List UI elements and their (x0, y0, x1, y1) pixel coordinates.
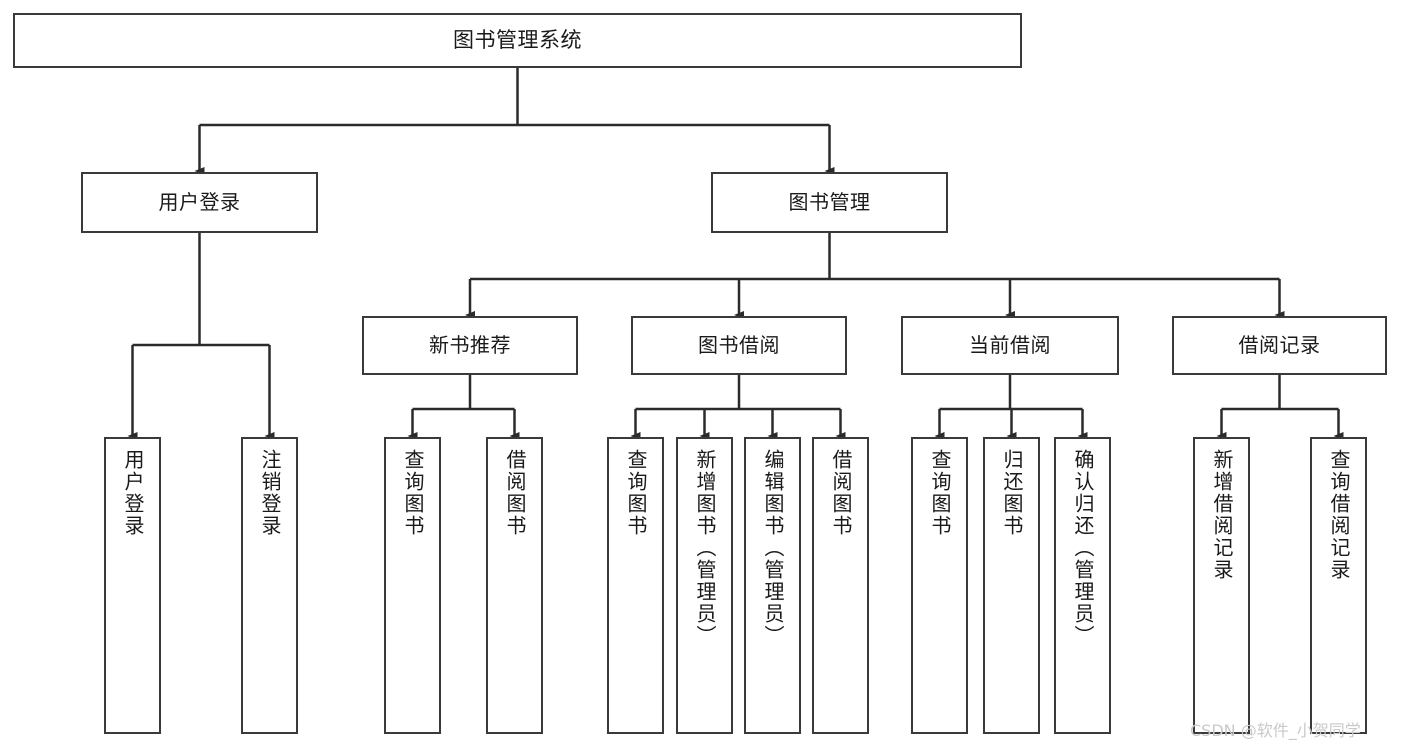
node-leaf-borrow-book-rec[interactable]: 借阅图书 (486, 437, 543, 734)
node-leaf-add-record[interactable]: 新增借阅记录 (1193, 437, 1250, 734)
node-label: 新书推荐 (429, 333, 511, 358)
node-user-login[interactable]: 用户登录 (81, 172, 318, 233)
node-label: 借阅图书 (503, 449, 527, 537)
node-label: 图书借阅 (698, 333, 780, 358)
node-leaf-query-book-rec[interactable]: 查询图书 (384, 437, 441, 734)
node-label: 新增图书（管理员） (693, 449, 717, 647)
node-label: 图书管理系统 (453, 27, 582, 52)
node-leaf-confirm-return[interactable]: 确认归还（管理员） (1054, 437, 1111, 734)
node-label: 编辑图书（管理员） (761, 449, 785, 647)
node-label: 借阅图书 (829, 449, 853, 537)
node-leaf-return-book[interactable]: 归还图书 (983, 437, 1040, 734)
node-label: 归还图书 (1000, 449, 1024, 537)
node-leaf-edit-book[interactable]: 编辑图书（管理员） (744, 437, 801, 734)
node-leaf-borrow-book[interactable]: 借阅图书 (812, 437, 869, 734)
node-leaf-user-logout[interactable]: 注销登录 (241, 437, 298, 734)
node-label: 查询图书 (401, 449, 425, 537)
node-borrow-record[interactable]: 借阅记录 (1172, 316, 1387, 375)
node-leaf-query-book-current[interactable]: 查询图书 (911, 437, 968, 734)
node-label: 用户登录 (158, 190, 241, 215)
node-label: 当前借阅 (969, 333, 1051, 358)
node-new-book-rec[interactable]: 新书推荐 (362, 316, 578, 375)
edges (127, 68, 1344, 440)
node-leaf-query-book-borrow[interactable]: 查询图书 (607, 437, 664, 734)
node-label: 查询图书 (624, 449, 648, 537)
node-leaf-add-book[interactable]: 新增图书（管理员） (676, 437, 733, 734)
node-label: 借阅记录 (1238, 333, 1321, 358)
node-book-borrow[interactable]: 图书借阅 (631, 316, 847, 375)
node-root[interactable]: 图书管理系统 (13, 13, 1022, 68)
node-book-manage[interactable]: 图书管理 (711, 172, 948, 233)
csdn-watermark: CSDN @软件_小贺同学 (1190, 721, 1361, 740)
node-label: 确认归还（管理员） (1071, 449, 1095, 647)
node-label: 新增借阅记录 (1210, 449, 1234, 581)
node-label: 查询借阅记录 (1327, 449, 1351, 581)
node-label: 查询图书 (928, 449, 952, 537)
node-current-borrow[interactable]: 当前借阅 (901, 316, 1119, 375)
node-label: 用户登录 (121, 449, 145, 537)
node-leaf-query-record[interactable]: 查询借阅记录 (1310, 437, 1367, 734)
node-label: 注销登录 (258, 449, 282, 537)
node-label: 图书管理 (788, 190, 871, 215)
node-leaf-user-login[interactable]: 用户登录 (104, 437, 161, 734)
